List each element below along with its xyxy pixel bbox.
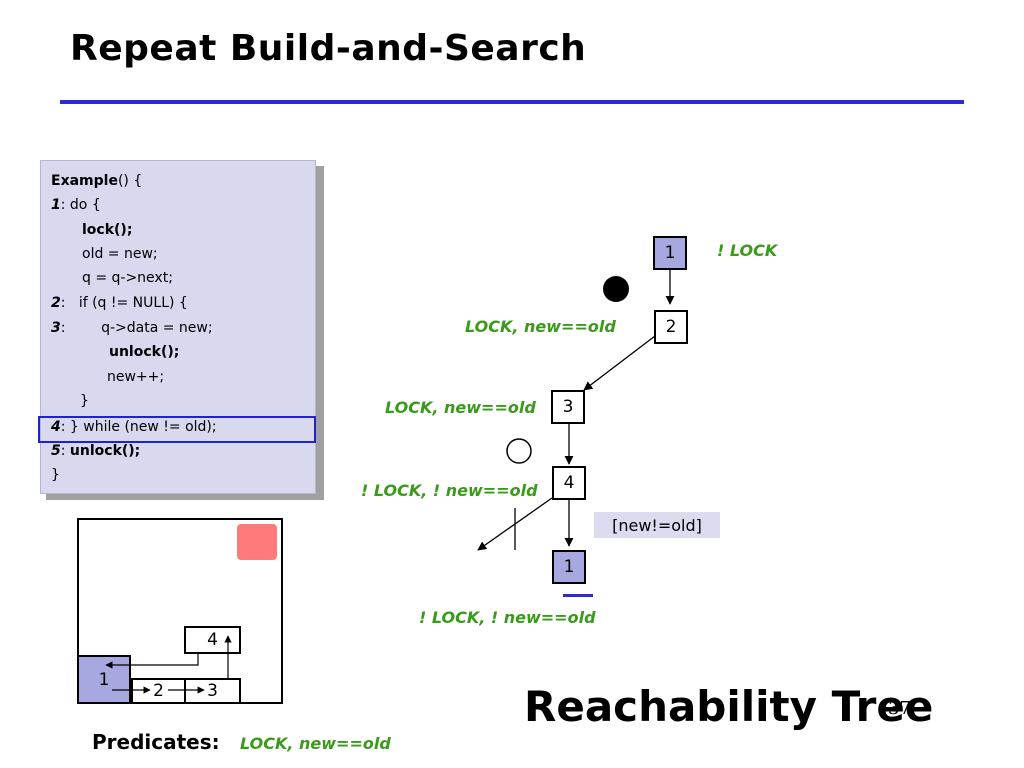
predicates-label: Predicates: xyxy=(92,730,220,754)
hollow-circle-marker xyxy=(506,438,532,464)
while-line-highlight xyxy=(38,416,316,443)
code-line-3: lock(); xyxy=(82,222,133,238)
tree-label-node-2: LOCK, new==old xyxy=(465,317,616,336)
code-line-10: } xyxy=(80,393,89,409)
tree-label-node-1: ! LOCK xyxy=(717,241,778,260)
tree-node-4: 4 xyxy=(552,466,586,500)
code-line-2: 1: do { xyxy=(51,197,101,213)
code-line-12: 5: unlock(); xyxy=(51,443,141,459)
tree-node-2: 2 xyxy=(654,310,688,344)
edge-2-3 xyxy=(583,335,656,391)
tree-node-1-bottom: 1 xyxy=(552,550,586,584)
tree-label-node-1-bottom: ! LOCK, ! new==old xyxy=(419,608,596,627)
tree-node-1-top: 1 xyxy=(653,236,687,270)
error-state-square xyxy=(237,524,277,560)
title-underline xyxy=(60,100,964,104)
code-line-9: new++; xyxy=(107,369,165,385)
code-line-13: } xyxy=(51,467,60,483)
slide-title: Repeat Build-and-Search xyxy=(70,28,587,69)
code-box xyxy=(40,160,316,494)
code-line-4: old = new; xyxy=(82,246,158,262)
code-line-5: q = q->next; xyxy=(82,270,173,286)
code-line-11: 4: } while (new != old); xyxy=(51,419,217,435)
ag-edge-4-1 xyxy=(105,652,199,669)
covered-node-underline xyxy=(563,594,593,597)
edge-condition-box: [new!=old] xyxy=(594,512,720,538)
code-line-8: unlock(); xyxy=(109,344,180,360)
abstract-node-3: 3 xyxy=(184,678,241,704)
tree-label-node-4: ! LOCK, ! new==old xyxy=(361,481,538,500)
code-line-1: Example() { xyxy=(51,173,143,189)
reachability-tree-title: Reachability Tree xyxy=(524,682,934,731)
predicates-value: LOCK, new==old xyxy=(240,734,391,753)
abstract-node-1: 1 xyxy=(77,655,131,704)
code-line-7: 3: q->data = new; xyxy=(51,320,213,336)
code-line-6: 2: if (q != NULL) { xyxy=(51,295,188,311)
tree-label-node-3: LOCK, new==old xyxy=(385,398,536,417)
page-number: 37 xyxy=(888,698,911,719)
filled-circle-marker xyxy=(603,276,629,302)
tree-node-3: 3 xyxy=(551,390,585,424)
